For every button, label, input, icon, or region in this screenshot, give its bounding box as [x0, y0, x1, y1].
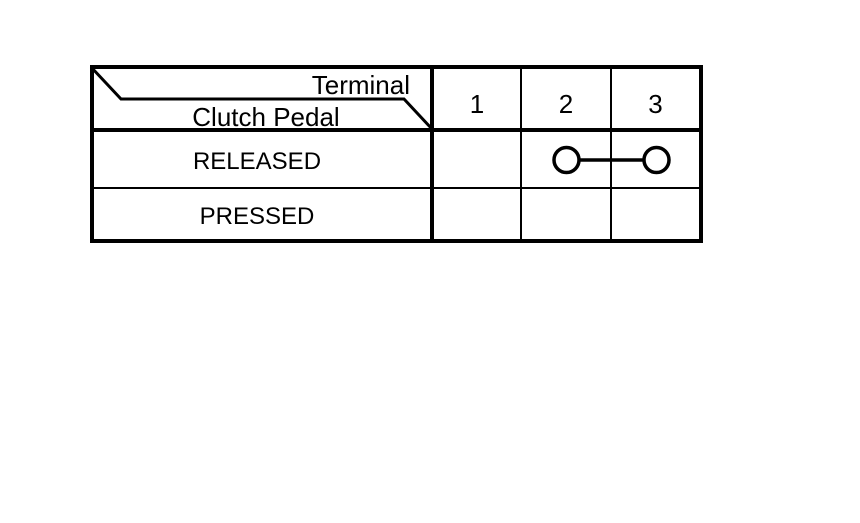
row-label-released: RELEASED: [192, 148, 322, 175]
divider-col1-col2: [520, 65, 522, 243]
column-header-terminal-1: 1: [469, 89, 485, 119]
column-header-terminal-3: 3: [648, 89, 663, 119]
corner-label-clutch-pedal: Clutch Pedal: [192, 102, 340, 132]
divider-col2-col3: [610, 65, 612, 243]
divider-headercol-terminals: [430, 65, 434, 243]
column-header-terminal-2: 2: [558, 89, 574, 119]
corner-label-terminal: Terminal: [311, 70, 410, 100]
divider-released-pressed: [90, 187, 703, 189]
row-label-pressed: PRESSED: [199, 203, 315, 230]
